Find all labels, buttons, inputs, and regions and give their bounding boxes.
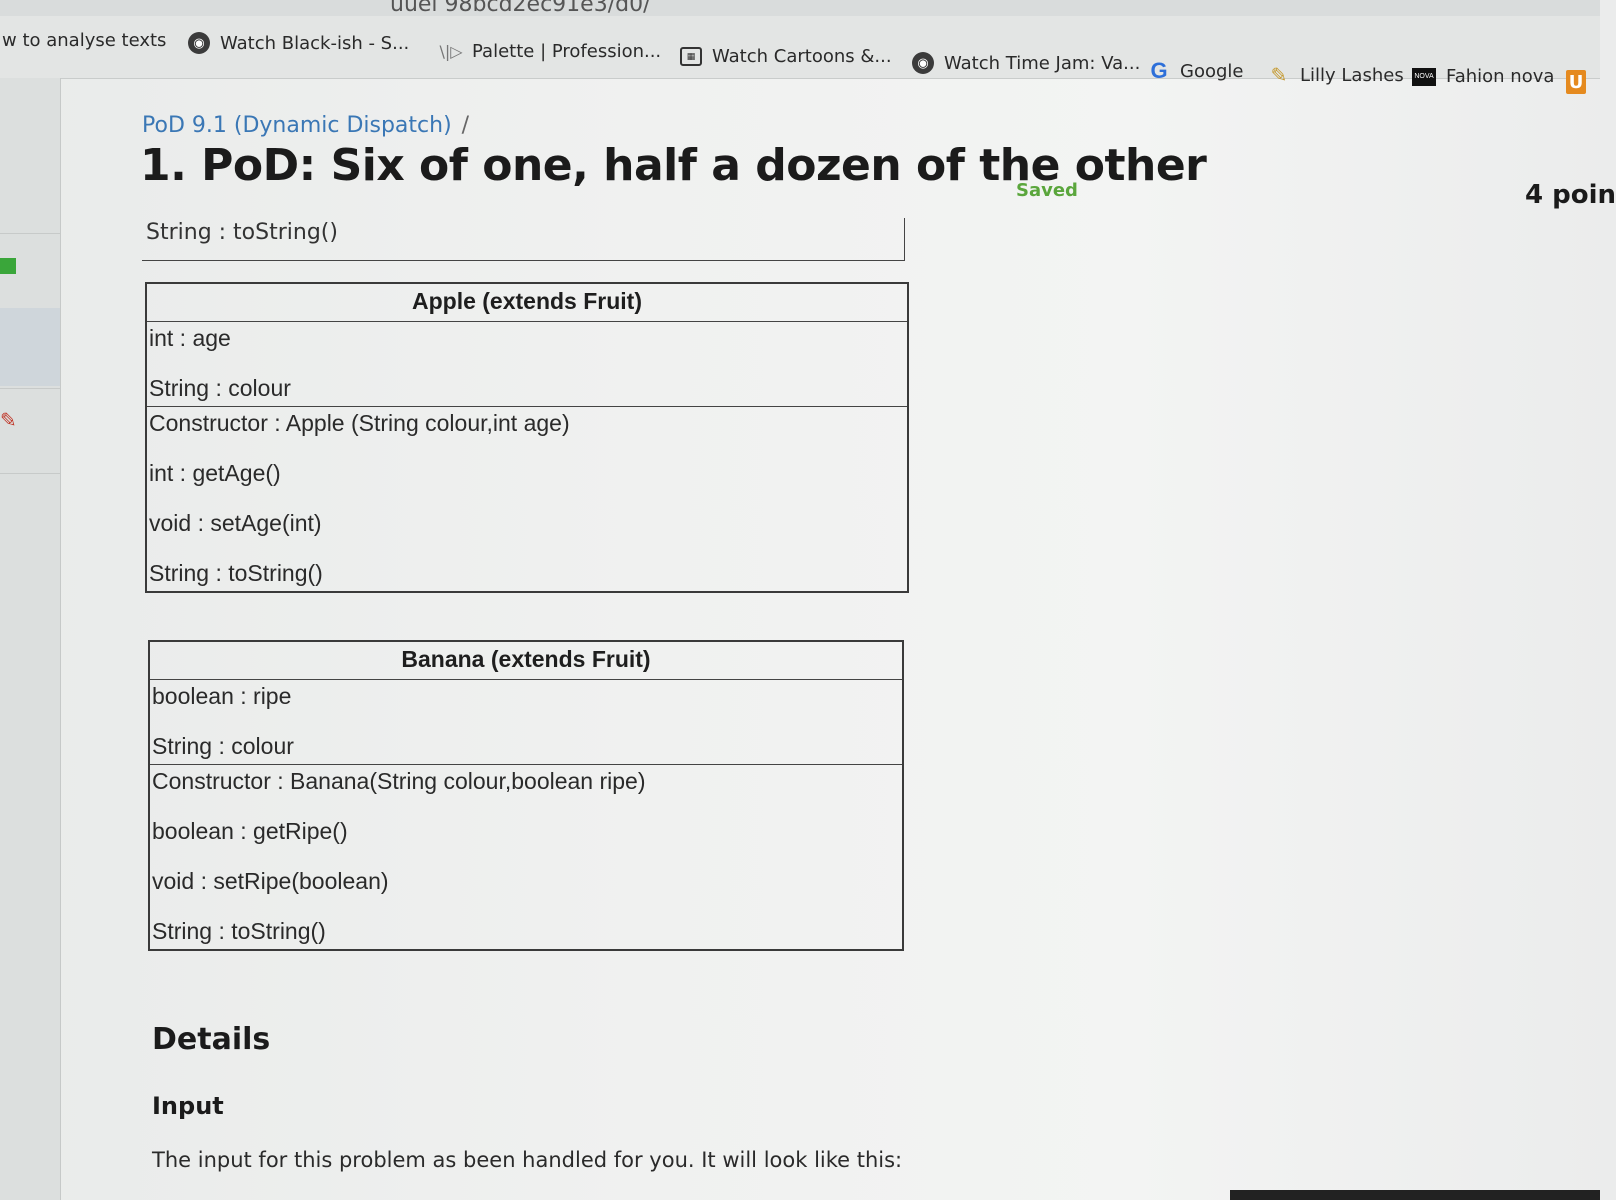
uml-field: String : colour [149, 375, 291, 401]
bookmark-cartoons[interactable]: ▦ Watch Cartoons &... [680, 46, 892, 67]
bookmarks-bar: w to analyse texts ◉ Watch Black-ish - S… [0, 16, 1600, 94]
uml-method: Constructor : Apple (String colour,int a… [149, 410, 570, 436]
url-text: uuel 98bcd2ec91e3/d0/ [390, 0, 651, 17]
input-description: The input for this problem as been handl… [152, 1148, 903, 1172]
breadcrumb: PoD 9.1 (Dynamic Dispatch) / [142, 113, 469, 138]
uml-method: boolean : getRipe() [152, 818, 348, 844]
uml-field: boolean : ripe [152, 683, 292, 709]
bookmark-google[interactable]: G Google [1148, 58, 1244, 83]
bookmark-label: Watch Time Jam: Va... [944, 52, 1141, 74]
left-sidebar: ✎ [0, 78, 61, 1200]
uml-box-partial: String : toString() [142, 218, 905, 261]
bookmark-label: Fahion nova [1446, 66, 1555, 87]
details-heading: Details [152, 1022, 271, 1057]
breadcrumb-link[interactable]: PoD 9.1 (Dynamic Dispatch) [142, 113, 452, 138]
sidebar-divider [0, 473, 60, 474]
uml-class-apple: Apple (extends Fruit) int : age String :… [145, 282, 909, 593]
uml-field: String : colour [152, 733, 294, 759]
u-icon: U [1566, 70, 1586, 94]
uml-field: int : age [149, 325, 231, 351]
bookmark-label: Watch Cartoons &... [712, 46, 892, 67]
url-bar[interactable]: uuel 98bcd2ec91e3/d0/ [0, 0, 1600, 17]
saved-status: Saved [1016, 180, 1078, 201]
uml-class-header: Apple (extends Fruit) [147, 284, 907, 322]
globe-icon: ◉ [188, 32, 210, 54]
uml-fields: boolean : ripe String : colour [150, 680, 902, 765]
sidebar-item-active[interactable] [0, 308, 60, 386]
google-icon: G [1150, 58, 1168, 83]
input-heading: Input [152, 1092, 224, 1120]
sidebar-divider [0, 233, 60, 234]
sidebar-pencil-icon[interactable]: ✎ [0, 408, 17, 432]
bookmark-label: Lilly Lashes [1300, 64, 1404, 86]
uml-row: String : toString() [146, 220, 338, 245]
uml-class-banana: Banana (extends Fruit) boolean : ripe St… [148, 640, 904, 951]
bookmark-u[interactable]: U [1566, 70, 1586, 94]
uml-method: void : setRipe(boolean) [152, 868, 389, 894]
breadcrumb-separator: / [461, 113, 470, 138]
lashes-icon: ✎ [1270, 63, 1288, 87]
bookmark-black-ish[interactable]: ◉ Watch Black-ish - S... [188, 32, 409, 54]
bookmark-label: Palette | Profession... [472, 40, 662, 62]
uml-method: Constructor : Banana(String colour,boole… [152, 768, 646, 794]
bookmark-palette[interactable]: \|▷ Palette | Profession... [439, 40, 662, 62]
bookmark-lilly-lashes[interactable]: ✎ Lilly Lashes [1268, 63, 1404, 87]
globe-icon: ◉ [912, 52, 934, 74]
palette-icon: \|▷ [439, 41, 463, 61]
uml-method: String : toString() [152, 918, 326, 944]
uml-methods: Constructor : Banana(String colour,boole… [150, 765, 902, 949]
bookmark-label: w to analyse texts [2, 30, 167, 51]
sidebar-divider [0, 388, 60, 389]
nova-icon: NOVA [1412, 67, 1436, 86]
bookmark-fashion-nova[interactable]: NOVA Fahion nova [1412, 66, 1554, 87]
uml-method: int : getAge() [149, 460, 281, 486]
page-title: 1. PoD: Six of one, half a dozen of the … [140, 140, 1207, 191]
uml-fields: int : age String : colour [147, 322, 907, 407]
uml-method: void : setAge(int) [149, 510, 322, 536]
uml-methods: Constructor : Apple (String colour,int a… [147, 407, 907, 591]
bookmark-label: Google [1180, 60, 1244, 82]
uml-method: String : toString() [149, 560, 323, 586]
bookmark-time-jam[interactable]: ◉ Watch Time Jam: Va... [912, 52, 1140, 74]
uml-class-header: Banana (extends Fruit) [150, 642, 902, 680]
points-label: 4 poin [1525, 180, 1616, 210]
sidebar-status-icon[interactable] [0, 258, 16, 274]
bookmark-analyse-texts[interactable]: w to analyse texts [2, 30, 166, 51]
bookmark-label: Watch Black-ish - S... [220, 32, 410, 54]
bottom-edge-bar [1230, 1190, 1600, 1200]
tv-icon: ▦ [680, 47, 702, 66]
